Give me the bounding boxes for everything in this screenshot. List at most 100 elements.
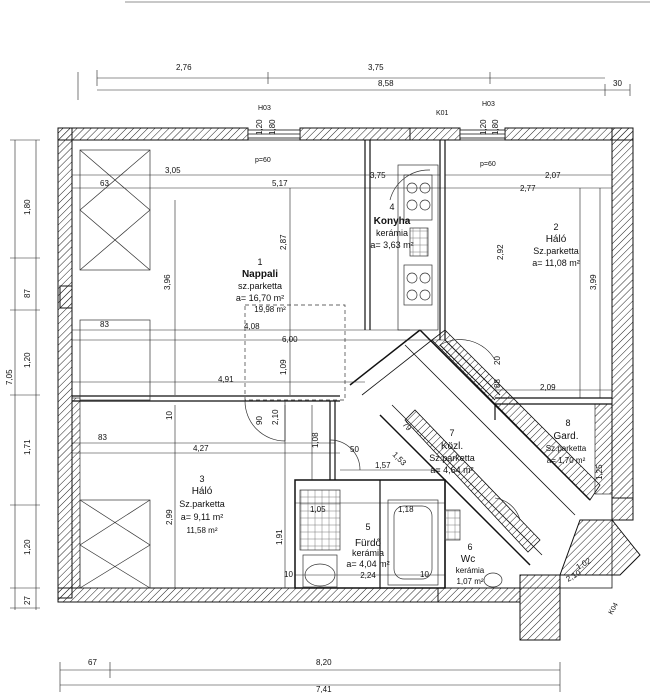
room-floor: Sz.parketta — [533, 246, 579, 256]
room-floor: kerámia — [352, 548, 384, 558]
top-windows — [247, 129, 506, 139]
dim-399: 3,99 — [589, 274, 598, 290]
tag-p60-right: p=60 — [480, 161, 496, 168]
room-floor: sz.parketta — [238, 281, 282, 291]
tag-k04: K04 — [608, 602, 620, 616]
dim-bot-820: 8,20 — [316, 658, 332, 667]
dim-375: 3,75 — [370, 171, 386, 180]
dim-win-180b: 1,80 — [491, 119, 500, 135]
room-name: Közl. — [441, 441, 463, 452]
room-area: a= 11,08 m² — [532, 258, 580, 268]
dim-209: 2,09 — [540, 383, 556, 392]
room-area2: 2,24 — [360, 571, 376, 580]
room-7-label: 7 Közl. Sz.parketta a= 4,64 m² — [429, 428, 475, 475]
dim-427: 4,27 — [193, 444, 209, 453]
room-name: Háló — [192, 486, 213, 497]
room-floor: Sz.parketta — [429, 453, 475, 463]
dim-491: 4,91 — [218, 375, 234, 384]
dim-088: 88 — [493, 379, 502, 388]
dim-left-705: 7,05 — [5, 369, 14, 385]
dim-157: 1,57 — [375, 461, 391, 470]
dim-118: 1,18 — [398, 505, 414, 514]
dim-63: 63 — [100, 179, 109, 188]
room-6-label: 6 Wc kerámia 1,07 m² — [456, 542, 485, 586]
dim-396: 3,96 — [163, 274, 172, 290]
dim-left-27: 27 — [23, 596, 32, 605]
dim-10b: 10 — [284, 570, 293, 579]
room-number: 4 — [389, 202, 394, 212]
dim-299: 2,99 — [165, 509, 174, 525]
dim-277: 2,77 — [520, 184, 536, 193]
room-area: a= 9,11 m² — [181, 512, 224, 522]
room-5-label: 5 Fürdő kerámia a= 4,04 m² 2,24 — [346, 522, 389, 580]
room-area2: 11,58 m² — [187, 526, 218, 535]
dim-win-120a: 1,20 — [255, 119, 264, 135]
dim-left-120b: 1,20 — [23, 539, 32, 555]
dim-287: 2,87 — [279, 234, 288, 250]
dim-bot-741: 7,41 — [316, 685, 332, 693]
room-3-label: 3 Háló Sz.parketta a= 9,11 m² 11,58 m² — [179, 474, 225, 535]
bathroom-fixtures — [299, 489, 503, 588]
room-area: 1,07 m² — [456, 577, 483, 586]
room-area2: 19,98 m² — [254, 305, 286, 314]
room-4-label: 4 Konyha kerámia a= 3,63 m² — [370, 202, 413, 250]
dim-600: 6,00 — [282, 335, 298, 344]
dim-305: 3,05 — [165, 166, 181, 175]
room-1-label: 1 Nappali sz.parketta a= 16,70 m² 19,98 … — [236, 257, 286, 314]
living-room-rug — [244, 304, 346, 401]
dim-108: 1,08 — [311, 432, 320, 448]
room-name: Nappali — [242, 269, 278, 280]
tag-p60-left: p=60 — [255, 157, 271, 164]
room-floor: kerámia — [456, 566, 485, 575]
room-number: 7 — [449, 428, 454, 438]
room-name: Konyha — [374, 216, 411, 227]
dim-win-120b: 1,20 — [479, 119, 488, 135]
room-number: 1 — [257, 257, 262, 267]
room-number: 6 — [467, 542, 472, 552]
room-number: 2 — [553, 222, 558, 232]
room-number: 8 — [565, 418, 570, 428]
dimension-lines — [10, 1, 650, 692]
dim-top-858: 8,58 — [378, 79, 394, 88]
room-name: Wc — [461, 554, 475, 565]
dim-left-171: 1,71 — [23, 439, 32, 455]
dim-top-276: 2,76 — [176, 63, 192, 72]
room-area: a= 4,64 m² — [430, 465, 473, 475]
room-area: a= 1,70 m² — [547, 456, 586, 465]
room-name: Gard. — [553, 431, 578, 442]
room-name: Fürdő — [355, 538, 382, 549]
dim-090: 90 — [255, 416, 264, 425]
room-floor: Sz.parketta — [179, 499, 225, 509]
dim-408: 4,08 — [244, 322, 260, 331]
dim-191: 1,91 — [275, 529, 284, 545]
diagonal-corridor — [349, 329, 601, 566]
kitchen-counter — [397, 164, 439, 331]
dim-292: 2,92 — [496, 244, 505, 260]
room-area: a= 3,63 m² — [370, 240, 413, 250]
exterior-walls — [57, 127, 641, 641]
room-number: 3 — [199, 474, 204, 484]
dim-left-87: 87 — [23, 289, 32, 298]
dim-left-120a: 1,20 — [23, 352, 32, 368]
room-floor: kerámia — [376, 228, 408, 238]
dim-83a: 83 — [100, 320, 109, 329]
dim-153: 1,53 — [391, 450, 409, 468]
dim-10c: 10 — [420, 570, 429, 579]
room-8-label: 8 Gard. Sz.parketta a= 1,70 m² — [546, 418, 587, 465]
dim-win-180a: 1,80 — [268, 119, 277, 135]
dim-20: 20 — [493, 356, 502, 365]
dim-left-180: 1,80 — [23, 199, 32, 215]
room-floor: Sz.parketta — [546, 444, 587, 453]
dim-bot-67: 67 — [88, 658, 97, 667]
room-2-label: 2 Háló Sz.parketta a= 11,08 m² — [532, 222, 580, 268]
dim-top-375: 3,75 — [368, 63, 384, 72]
dim-207: 2,07 — [545, 171, 561, 180]
dim-210: 2,10 — [271, 409, 280, 425]
tag-h03-left: H03 — [258, 105, 271, 112]
dim-83b: 83 — [98, 433, 107, 442]
dim-top-30: 30 — [613, 79, 622, 88]
interior-wall-hatch — [59, 285, 613, 589]
room-name: Háló — [546, 234, 567, 245]
dim-050: 50 — [350, 445, 359, 454]
